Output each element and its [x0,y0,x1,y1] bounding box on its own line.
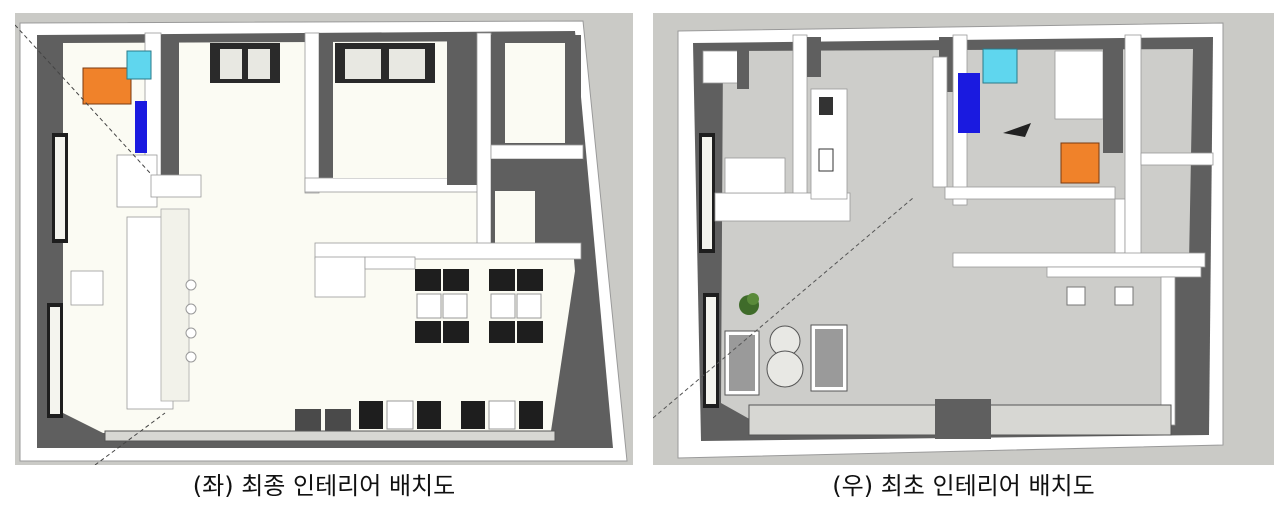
partition-counter-wall [952,252,1206,268]
initial-layout-caption: (우) 최초 인테리어 배치도 [832,472,1095,500]
initial-layout-floorplan [653,22,1224,459]
partition-counter-wall [314,242,582,260]
cyan-appliance [126,50,152,80]
refrigerator [1054,50,1104,120]
chairs [1066,286,1134,306]
cabinet [702,50,740,84]
window-seating [295,400,543,431]
counter-block [116,154,158,208]
bar-stools [185,279,197,363]
partition-left [792,34,808,211]
final-layout-panel [15,13,633,465]
reception-counter [314,256,366,298]
side-table [70,270,104,306]
plant [739,293,759,315]
round-table-bottom [766,350,804,388]
final-layout-caption: (좌) 최종 인테리어 배치도 [192,472,456,500]
seating-group-middle [415,269,469,343]
blue-appliance [958,73,980,133]
final-layout-floorplan [15,20,628,465]
cyan-appliance [982,48,1018,84]
blue-appliance [135,101,147,153]
front-glass [104,430,556,442]
seating-group-right [489,269,543,343]
room-restroom [505,43,565,143]
orange-appliance [1060,142,1100,184]
orange-appliance [82,67,132,105]
partition-middle [304,32,320,194]
initial-layout-panel [653,13,1274,465]
partition-right [1124,34,1142,266]
partition-right [476,32,492,259]
